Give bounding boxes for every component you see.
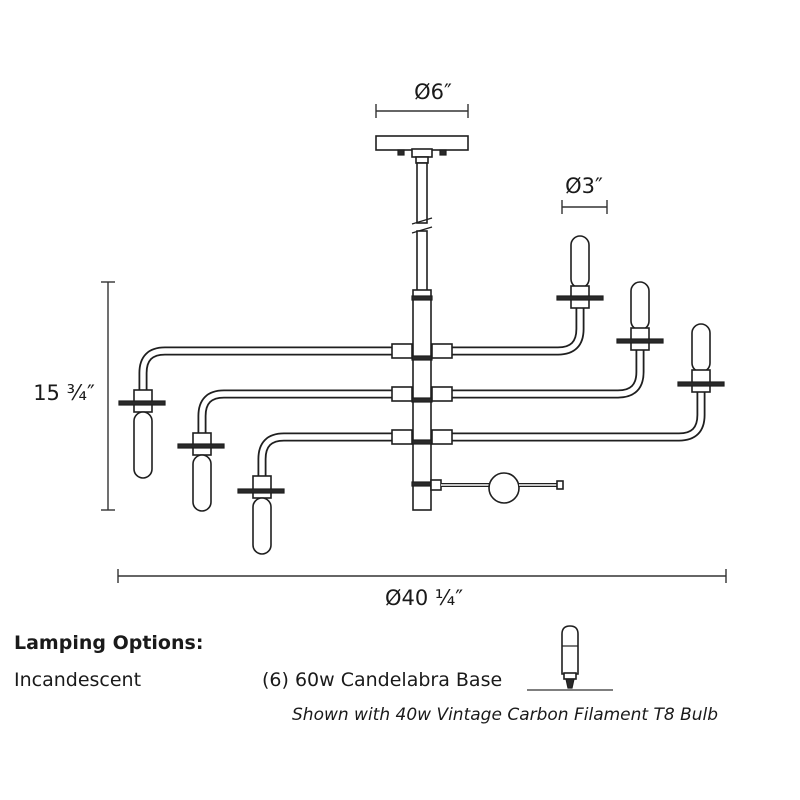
arm-left-lower — [257, 432, 393, 485]
lamping-type: Incandescent — [14, 669, 142, 691]
bulb-right-1 — [556, 235, 604, 309]
lamping-title: Lamping Options: — [14, 632, 204, 654]
arm-left-middle — [197, 389, 393, 442]
bulb-left-2 — [177, 432, 225, 512]
bulb-right-2 — [616, 281, 664, 351]
arm-left-upper — [138, 346, 393, 400]
canopy-dimension: Ø6″ — [375, 80, 469, 118]
bulb-right-3 — [677, 323, 725, 393]
overall-diameter-label: Ø40 ¼″ — [385, 586, 463, 610]
arm-right-upper — [451, 305, 585, 356]
canopy-diameter-label: Ø6″ — [414, 80, 452, 104]
central-body — [411, 289, 433, 511]
arm-right-middle — [451, 348, 645, 399]
ball-accent — [430, 472, 564, 504]
height-label: 15 ¾″ — [33, 381, 95, 405]
lamping-base: (6) 60w Candelabra Base — [262, 669, 503, 691]
canopy — [375, 135, 469, 164]
bulb-left-1 — [118, 389, 166, 479]
t8-bulb-icon — [527, 625, 613, 691]
overall-dimension: Ø40 ¼″ — [117, 569, 727, 610]
shade-diameter-label: Ø3″ — [565, 174, 603, 198]
arm-couplings — [391, 343, 453, 445]
arm-right-lower — [451, 391, 706, 442]
lamping-note: Shown with 40w Vintage Carbon Filament T… — [292, 705, 719, 725]
bulb-left-3 — [237, 475, 285, 555]
shade-dimension: Ø3″ — [561, 174, 608, 214]
stem — [411, 162, 433, 292]
height-dimension: 15 ¾″ — [33, 281, 115, 511]
